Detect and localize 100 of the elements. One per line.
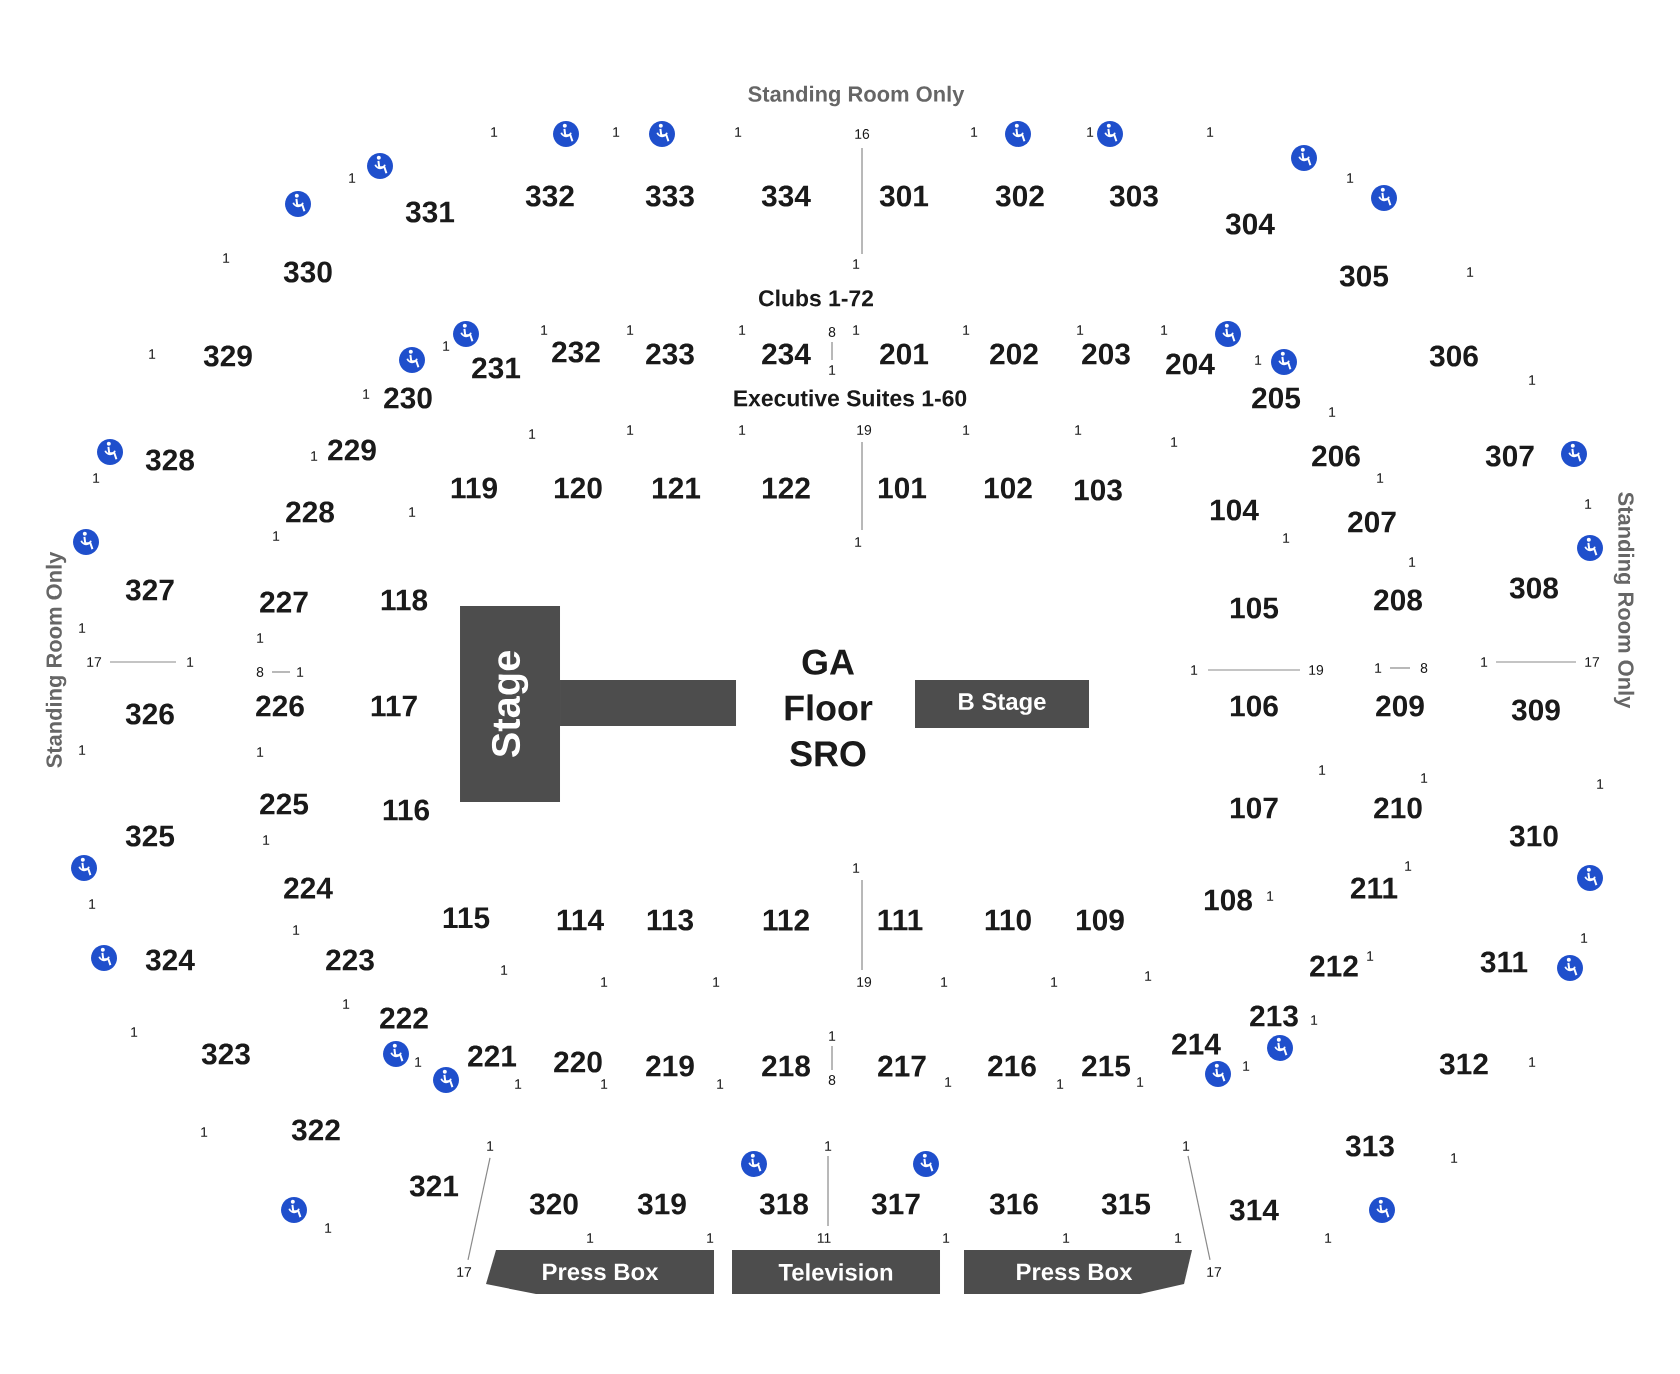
seating-area-label: Clubs 1-72 xyxy=(759,289,873,307)
section-number: 101 xyxy=(878,477,927,499)
section-number: 308 xyxy=(1509,577,1558,599)
section-number: 210 xyxy=(1374,797,1422,819)
section-number: 227 xyxy=(260,591,308,613)
section-number: 220 xyxy=(554,1051,602,1073)
section-number: 313 xyxy=(1345,1135,1394,1157)
section-number: 314 xyxy=(1229,1199,1279,1221)
section-number: 202 xyxy=(990,343,1038,365)
section-number: 305 xyxy=(1339,265,1389,287)
section-number: 303 xyxy=(1109,185,1158,207)
section-number: 304 xyxy=(1225,213,1275,235)
section-number: 208 xyxy=(1374,589,1422,611)
section-number: 318 xyxy=(759,1193,808,1215)
section-number: 201 xyxy=(880,343,929,365)
section-number: 113 xyxy=(647,909,694,931)
section-number: 332 xyxy=(525,185,574,207)
floor-label: GA Floor SRO xyxy=(785,649,873,767)
section-number: 104 xyxy=(1210,499,1259,521)
section-number: 328 xyxy=(145,449,194,471)
section-number: 114 xyxy=(557,909,604,931)
section-number: 326 xyxy=(125,703,174,725)
section-number: 102 xyxy=(984,477,1032,499)
section-number: 218 xyxy=(762,1055,810,1077)
section-number: 329 xyxy=(203,345,252,367)
standing-room-label: Standing Room Only xyxy=(45,551,67,768)
section-number: 219 xyxy=(646,1055,694,1077)
section-number: 226 xyxy=(256,695,304,717)
section-number: 111 xyxy=(878,909,923,931)
section-number: 324 xyxy=(145,949,195,971)
section-number: 319 xyxy=(637,1193,686,1215)
section-number: 122 xyxy=(762,477,810,499)
section-number: 107 xyxy=(1230,797,1278,819)
section-number: 110 xyxy=(985,909,1031,931)
section-number: 214 xyxy=(1172,1033,1221,1055)
section-number: 120 xyxy=(554,477,602,499)
section-number: 217 xyxy=(878,1055,926,1077)
section-number: 333 xyxy=(645,185,694,207)
section-number: 221 xyxy=(468,1045,517,1067)
section-number: 116 xyxy=(383,799,430,821)
section-number: 224 xyxy=(284,877,333,899)
section-number: 330 xyxy=(283,261,332,283)
section-number: 325 xyxy=(125,825,175,847)
section-number: 327 xyxy=(125,579,174,601)
section-number: 206 xyxy=(1312,445,1360,467)
section-number: 105 xyxy=(1230,597,1279,619)
section-number: 112 xyxy=(763,909,809,931)
section-number: 321 xyxy=(409,1175,459,1197)
stage: Stage xyxy=(460,606,736,802)
section-number: 310 xyxy=(1509,825,1558,847)
section-number: 234 xyxy=(762,343,811,365)
section-number: 109 xyxy=(1076,909,1124,931)
section-number: 223 xyxy=(326,949,374,971)
section-number: 331 xyxy=(405,201,455,223)
section-number: 301 xyxy=(879,185,929,207)
section-number: 212 xyxy=(1310,955,1358,977)
section-number: 115 xyxy=(443,907,490,929)
press-box: Press Box xyxy=(964,1250,1192,1294)
section-number: 119 xyxy=(451,477,497,499)
section-number: 211 xyxy=(1350,877,1398,899)
section-number: 334 xyxy=(761,185,811,207)
stage: B Stage xyxy=(915,680,1089,728)
television-box: Television xyxy=(732,1250,940,1294)
section-number: 323 xyxy=(201,1043,250,1065)
section-number: 207 xyxy=(1348,511,1396,533)
section-number: 317 xyxy=(871,1193,920,1215)
standing-room-label: Standing Room Only xyxy=(748,85,965,107)
section-number: 103 xyxy=(1074,479,1122,501)
section-number: 309 xyxy=(1511,699,1560,721)
section-number: 233 xyxy=(646,343,694,365)
section-number: 203 xyxy=(1082,343,1130,365)
section-number: 216 xyxy=(988,1055,1036,1077)
section-number: 108 xyxy=(1204,889,1252,911)
section-number: 307 xyxy=(1485,445,1534,467)
section-number: 312 xyxy=(1439,1053,1488,1075)
section-number: 106 xyxy=(1230,695,1278,717)
section-number: 311 xyxy=(1480,951,1528,973)
section-number: 315 xyxy=(1101,1193,1151,1215)
section-number: 225 xyxy=(260,793,309,815)
section-number: 222 xyxy=(380,1007,428,1029)
section-number: 117 xyxy=(371,695,417,717)
section-number: 306 xyxy=(1429,345,1478,367)
section-number: 230 xyxy=(384,387,432,409)
section-number: 302 xyxy=(995,185,1044,207)
standing-room-label: Standing Room Only xyxy=(1613,492,1635,709)
section-number: 232 xyxy=(552,341,600,363)
seating-area-label: Executive Suites 1-60 xyxy=(734,389,967,407)
section-number: 209 xyxy=(1376,695,1424,717)
section-number: 204 xyxy=(1166,353,1215,375)
section-number: 205 xyxy=(1252,387,1301,409)
section-number: 121 xyxy=(652,477,701,499)
section-number: 118 xyxy=(381,589,428,611)
section-number: 228 xyxy=(286,501,334,523)
section-number: 320 xyxy=(529,1193,578,1215)
section-number: 215 xyxy=(1082,1055,1131,1077)
press-box: Press Box xyxy=(486,1250,714,1294)
section-number: 229 xyxy=(328,439,376,461)
section-number: 213 xyxy=(1250,1005,1298,1027)
section-number: 322 xyxy=(291,1119,340,1141)
section-number: 316 xyxy=(989,1193,1038,1215)
